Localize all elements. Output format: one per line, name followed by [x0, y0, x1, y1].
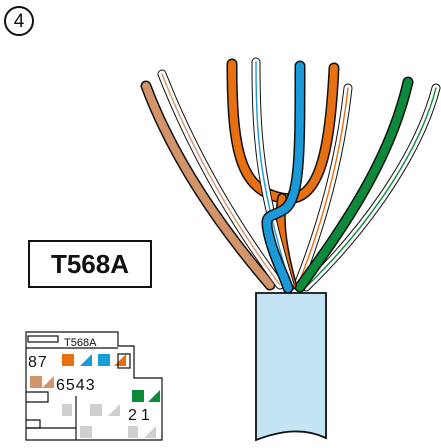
- standard-label-box: T568A: [28, 240, 152, 288]
- mini-diagram-header: T568A: [64, 337, 97, 349]
- wires: [140, 57, 441, 294]
- mini-diagram-pins-87: 87: [28, 354, 48, 371]
- cable-jacket: [255, 292, 327, 442]
- step-number-badge: 4: [4, 6, 34, 36]
- mini-diagram-pins-6543: 6543: [56, 377, 96, 394]
- mini-connector-diagram: [25, 331, 163, 441]
- mini-diagram-pins-21: 21: [128, 407, 154, 424]
